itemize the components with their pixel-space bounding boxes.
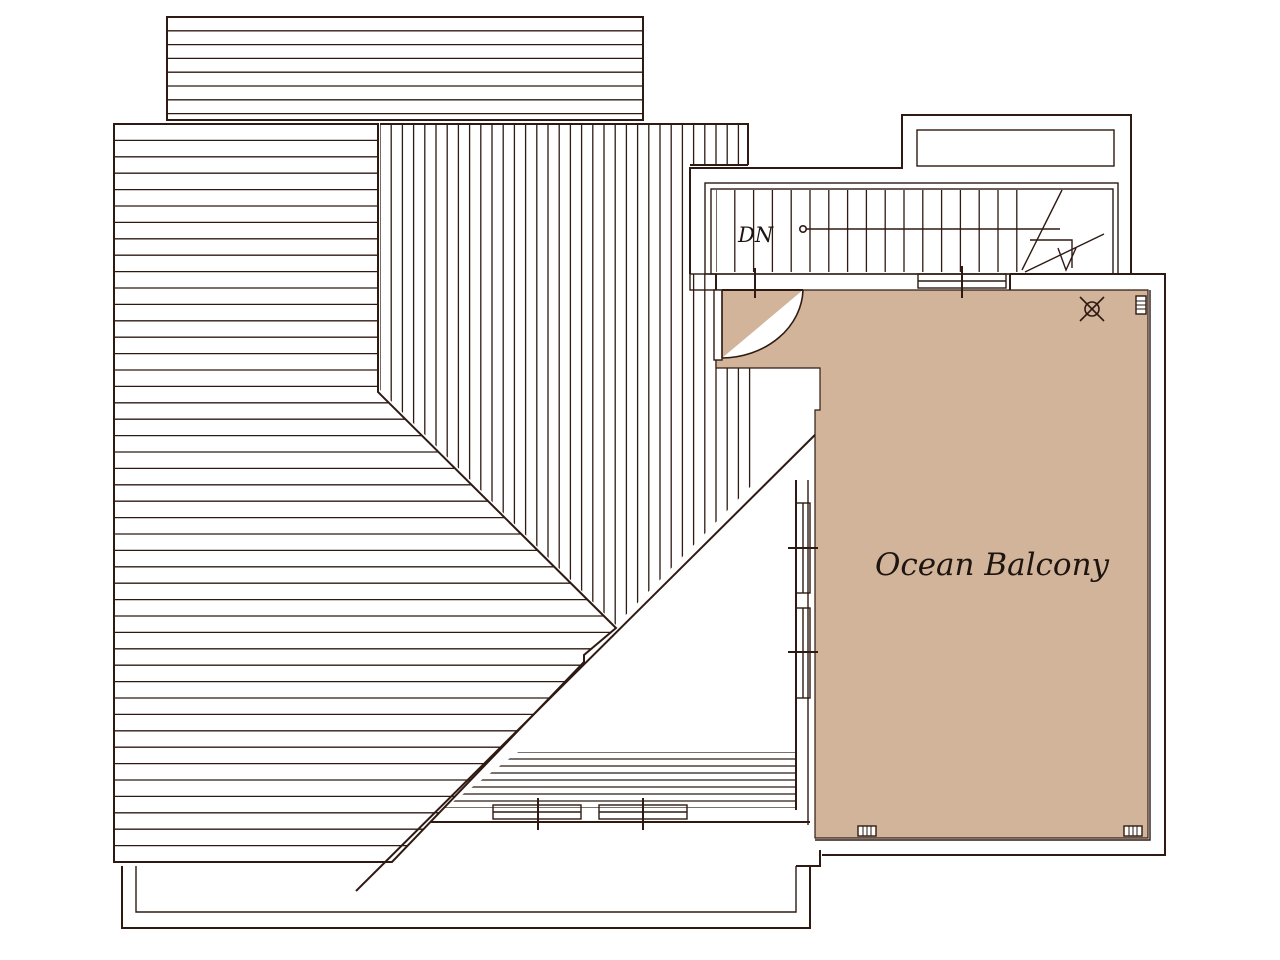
upper-roof: [166, 16, 644, 121]
south-window-right: [598, 798, 688, 830]
west-window-upper: [788, 502, 818, 594]
lower-deck: [430, 480, 810, 825]
right-roof: [380, 123, 751, 625]
stair-arrow-icon: [798, 225, 1077, 272]
left-roof: [113, 123, 618, 863]
drain-icon: [1123, 825, 1143, 837]
ocean-balcony-area: [715, 289, 1149, 839]
roof-diagonal-edge: [355, 415, 835, 892]
west-window-lower: [788, 607, 818, 699]
stair-door-window: [917, 266, 1007, 298]
room-label-ocean-balcony: Ocean Balcony: [875, 547, 1110, 583]
stair-down-label: DN: [737, 223, 774, 247]
light-fixture-icon: [1079, 296, 1105, 322]
bottom-ledge: [121, 850, 821, 929]
stairwell: [689, 114, 1132, 291]
south-window-left: [492, 798, 582, 830]
drain-icon: [857, 825, 877, 837]
drain-icon: [1135, 295, 1147, 315]
door-swing-icon: [713, 268, 804, 361]
